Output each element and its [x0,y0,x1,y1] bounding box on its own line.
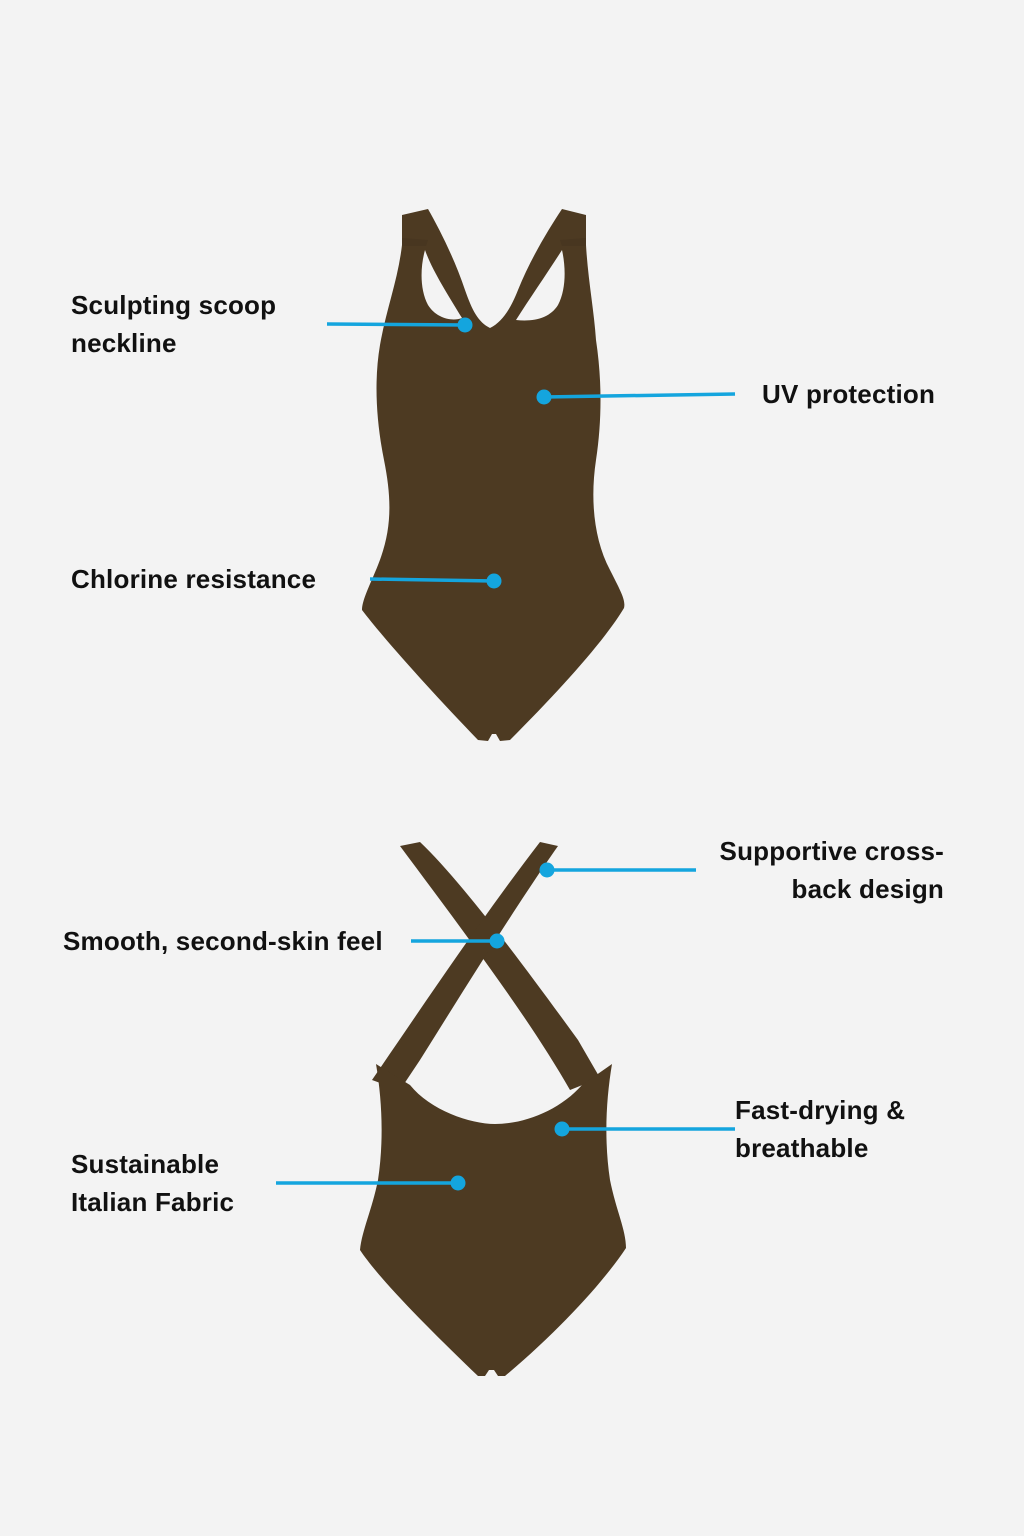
callout-lines-back [276,862,735,1191]
callout-label-neckline: Sculpting scoop neckline [71,290,277,358]
callout-lines-front [326,317,736,589]
callout-label-uv-protection: UV protection [762,379,936,409]
callout-label-fast-drying: Fast-drying & breathable [735,1095,906,1163]
swimsuit-front-icon [362,209,625,741]
callout-label-cross-back: Supportive cross- back design [719,836,944,904]
callout-label-chlorine-resistance: Chlorine resistance [71,564,317,594]
swimsuit-back-icon [360,842,626,1376]
callout-label-sustainable-fabric: Sustainable Italian Fabric [71,1149,235,1217]
callout-label-second-skin: Smooth, second-skin feel [63,926,383,956]
